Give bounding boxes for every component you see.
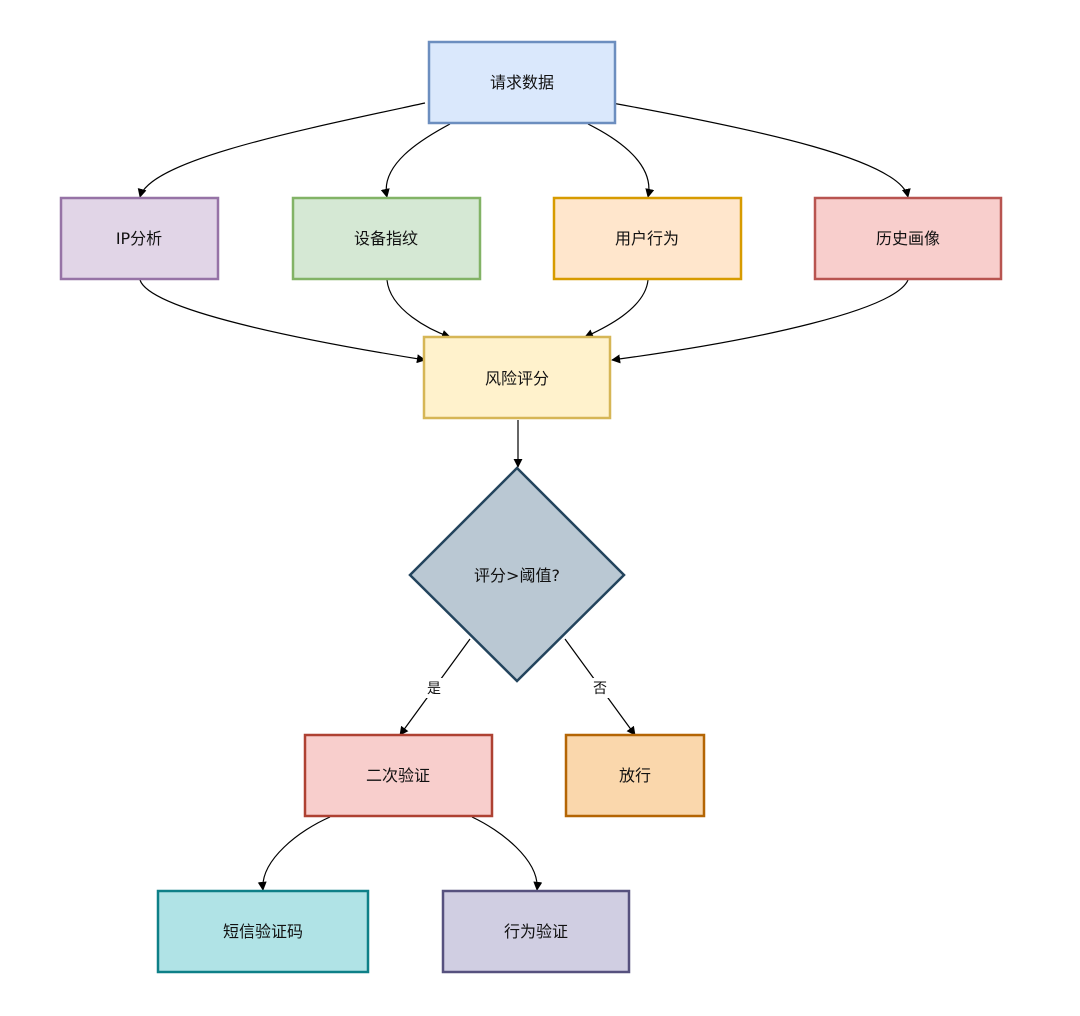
edges: 是 否	[137, 102, 911, 891]
node-risk-score-label: 风险评分	[485, 369, 549, 388]
node-user-behavior-label: 用户行为	[615, 229, 679, 248]
node-sms-code-label: 短信验证码	[223, 922, 303, 941]
edge-label-yes: 是	[427, 681, 441, 697]
edge-ip-to-risk	[139, 279, 426, 364]
node-behavior-verification-box	[441, 889, 631, 974]
node-sms-code-box	[156, 889, 370, 974]
node-user-behavior[interactable]: 用户行为	[552, 196, 743, 281]
node-second-verification-box	[303, 733, 494, 818]
edge-request-to-behavior	[587, 123, 655, 198]
node-ip-analysis[interactable]: IP分析	[59, 196, 220, 281]
node-pass-label: 放行	[619, 766, 651, 785]
edge-label-no-bg	[590, 678, 610, 698]
edge-label-no: 否	[593, 681, 607, 697]
edge-request-to-history	[611, 102, 911, 198]
node-history-profile-box	[813, 196, 1003, 281]
edge-request-to-device	[380, 123, 451, 198]
edge-request-to-ip	[137, 102, 426, 198]
node-device-fingerprint-box	[291, 196, 482, 281]
node-request[interactable]: 请求数据	[427, 40, 617, 125]
node-behavior-verification-label: 行为验证	[504, 922, 568, 941]
edge-behavior-to-risk	[584, 279, 649, 338]
node-device-fingerprint[interactable]: 设备指纹	[291, 196, 482, 281]
edge-verify-to-behavior-verify	[471, 816, 543, 891]
node-second-verification[interactable]: 二次验证	[303, 733, 494, 818]
node-history-profile[interactable]: 历史画像	[813, 196, 1003, 281]
node-user-behavior-box	[552, 196, 743, 281]
node-behavior-verification[interactable]: 行为验证	[441, 889, 631, 974]
node-history-profile-label: 历史画像	[876, 229, 940, 248]
node-ip-analysis-box	[59, 196, 220, 281]
edge-label-yes-bg	[424, 678, 444, 698]
node-second-verification-label: 二次验证	[366, 766, 430, 785]
node-request-label: 请求数据	[490, 73, 554, 92]
nodes: 请求数据 IP分析 设备指纹 用户行为 历史画像 风险评分 评分>阈值?	[59, 40, 1003, 974]
node-device-fingerprint-label: 设备指纹	[354, 229, 418, 248]
node-decision-label: 评分>阈值?	[474, 566, 560, 585]
node-ip-analysis-label: IP分析	[116, 229, 162, 248]
edge-device-to-risk	[386, 279, 451, 339]
node-sms-code[interactable]: 短信验证码	[156, 889, 370, 974]
node-pass[interactable]: 放行	[564, 733, 706, 818]
node-risk-score-box	[422, 335, 612, 420]
node-request-box	[427, 40, 617, 125]
node-decision[interactable]: 评分>阈值?	[408, 466, 626, 683]
edge-history-to-risk	[611, 279, 909, 364]
edge-verify-to-sms	[257, 816, 331, 891]
node-pass-box	[564, 733, 706, 818]
node-decision-diamond	[408, 466, 626, 683]
node-risk-score[interactable]: 风险评分	[422, 335, 612, 420]
